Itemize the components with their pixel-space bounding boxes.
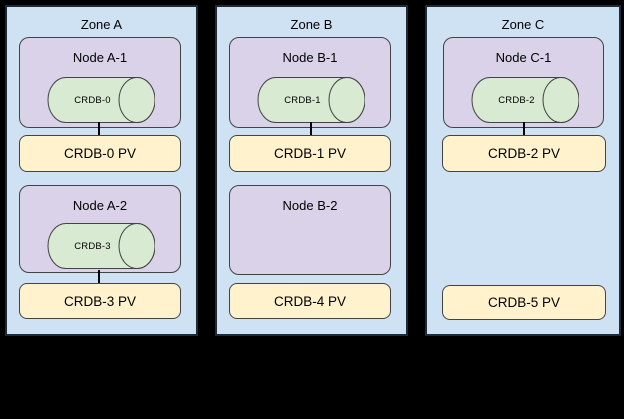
crdb-pod-cylinder: CRDB-3 bbox=[47, 223, 155, 269]
zone-c-panel: Zone C Node C-1 CRDB-2 CRDB-2 PV CRDB-5 … bbox=[425, 5, 621, 336]
connector-line bbox=[98, 122, 100, 135]
crdb-pod-cylinder: CRDB-1 bbox=[257, 77, 365, 123]
pv-box: CRDB-1 PV bbox=[229, 135, 391, 172]
database-cylinder-icon bbox=[471, 77, 579, 123]
database-cylinder-icon bbox=[47, 223, 155, 269]
zone-a-label: Zone A bbox=[80, 17, 123, 32]
node-a2-box: Node A-2 CRDB-3 bbox=[19, 185, 181, 273]
node-b2-label: Node B-2 bbox=[282, 198, 338, 213]
node-a1-box: Node A-1 CRDB-0 bbox=[19, 37, 181, 128]
node-a1-label: Node A-1 bbox=[72, 50, 128, 65]
connector-line bbox=[523, 122, 525, 135]
node-b1-box: Node B-1 CRDB-1 bbox=[229, 37, 391, 128]
pod-label: CRDB-0 bbox=[74, 94, 111, 106]
pod-label: CRDB-2 bbox=[498, 94, 535, 106]
database-cylinder-icon bbox=[47, 77, 155, 123]
node-a2-label: Node A-2 bbox=[72, 198, 128, 213]
pod-label: CRDB-1 bbox=[284, 94, 321, 106]
pod-label: CRDB-3 bbox=[74, 240, 111, 252]
pv-box: CRDB-5 PV bbox=[442, 285, 606, 320]
node-b2-box: Node B-2 bbox=[229, 185, 391, 275]
zone-c-label: Zone C bbox=[501, 17, 545, 32]
zone-a-panel: Zone A Node A-1 CRDB-0 CRDB-0 PV Node A-… bbox=[5, 5, 198, 336]
pv-box: CRDB-0 PV bbox=[19, 135, 181, 172]
connector-line bbox=[310, 122, 312, 135]
node-b1-label: Node B-1 bbox=[282, 50, 338, 65]
node-c1-box: Node C-1 CRDB-2 bbox=[443, 37, 604, 128]
database-cylinder-icon bbox=[257, 77, 365, 123]
pv-box: CRDB-2 PV bbox=[442, 135, 606, 172]
pv-box: CRDB-3 PV bbox=[19, 283, 181, 319]
zone-b-label: Zone B bbox=[290, 17, 333, 32]
crdb-pod-cylinder: CRDB-0 bbox=[47, 77, 155, 123]
connector-line bbox=[98, 270, 100, 283]
pv-box: CRDB-4 PV bbox=[229, 283, 391, 319]
node-c1-label: Node C-1 bbox=[495, 50, 552, 65]
zone-b-panel: Zone B Node B-1 CRDB-1 CRDB-1 PV Node B-… bbox=[215, 5, 408, 336]
crdb-pod-cylinder: CRDB-2 bbox=[471, 77, 579, 123]
